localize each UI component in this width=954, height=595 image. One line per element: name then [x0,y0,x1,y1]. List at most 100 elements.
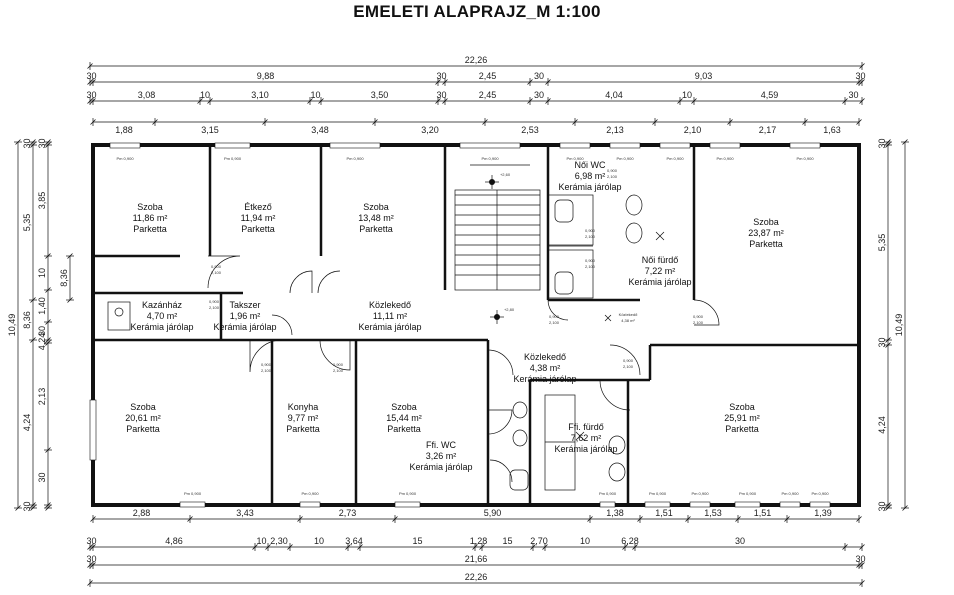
dimension-tick [885,502,891,508]
window [689,501,711,508]
dimension-text: 2,45 [479,90,497,100]
exterior-wall [91,143,861,507]
room-area: 20,61 m² [125,413,161,423]
room-name: Ffi. WC [426,440,456,450]
window [789,142,821,149]
dimension-text: 8,36 [59,269,69,287]
door-width: 0,900 [607,168,618,173]
dimension-tick [435,79,441,85]
door-width: 0,900 [333,362,344,367]
room-floor: Parketta [725,424,759,434]
dimension-tick [802,119,808,125]
dimension-tick [856,562,862,568]
window-label: Pm 0,900 [649,491,667,496]
door-width: 0,900 [693,314,704,319]
door-height: 2,100 [261,368,272,373]
window [709,142,741,149]
dimension-tick [856,119,862,125]
dimension-tick [265,544,271,550]
dimension-text: 2,70 [530,536,548,546]
dimension-text: 6,28 [621,536,639,546]
dimension-tick [859,544,865,550]
dimension-tick [90,98,96,104]
dimension-tick [67,253,73,259]
dimension-text: 21,66 [465,554,488,564]
level-label: +2,80 [504,307,515,312]
dimension-tick [45,505,51,511]
door-height: 2,100 [209,305,220,310]
room-area: 11,86 m² [133,213,168,223]
dimension-text: 30 [855,71,865,81]
dimension-tick [15,505,21,511]
dimension-tick [859,580,865,586]
dimension-tick [45,319,51,325]
dimension-tick [735,516,741,522]
room-floor: Parketta [126,424,160,434]
dimension-text: 2,45 [479,71,497,81]
dimension-tick [252,544,258,550]
dimension-tick [842,98,848,104]
dimension-tick [885,505,891,511]
dimension-text: 10 [200,90,210,100]
window [559,142,591,149]
dimension-text: 4,24 [22,414,32,432]
dimension-text: 2,88 [133,508,151,518]
dimension-text: 1,28 [470,536,488,546]
room-name: Szoba [137,202,163,212]
door-height: 2,100 [211,270,222,275]
corridor-small-area: 4,38 m² [621,318,635,323]
dimension-tick [30,142,36,148]
window-label: Pm 0,900 [796,156,814,161]
room-area: 23,87 m² [748,228,784,238]
dimension-text: 30 [436,90,446,100]
dimension-tick [87,79,93,85]
dimension-tick [885,342,891,348]
door-width: 0,900 [261,362,272,367]
dimension-tick [30,139,36,145]
dimension-text: 30 [37,472,47,482]
dimension-tick [45,139,51,145]
door-labels: 0,900 2,100 0,900 2,100 0,900 2,100 0,90… [209,168,704,373]
dimension-text: 3,10 [251,90,269,100]
dimension-tick [545,98,551,104]
dimension-text: 3,43 [236,508,254,518]
room-floor: Kerámia járólap [513,374,576,384]
window [109,142,141,149]
dimension-text: 10 [314,536,324,546]
window [599,501,616,508]
dimension-text: 4,24 [877,416,887,434]
dimension-text: 2,53 [521,125,539,135]
dimension-text: 30 [848,90,858,100]
dimension-tick [784,516,790,522]
room-area: 11,94 m² [241,213,276,223]
door-height: 2,100 [607,174,618,179]
room-floor: Kerámia járólap [558,182,621,192]
room-floor: Kerámia járólap [554,444,617,454]
room-name: Női WC [575,160,606,170]
dimension-tick [345,544,351,550]
window-label: Pm 0,900 [616,156,634,161]
dimension-tick [902,139,908,145]
dimension-tick [30,337,36,343]
dimension-tick [691,98,697,104]
room-name: Konyha [288,402,319,412]
dimension-text: 8,36 [22,311,32,329]
doors [207,255,720,483]
dimension-text: 1,40 [37,297,47,315]
dimension-tick [152,119,158,125]
dimension-tick [572,119,578,125]
room-floor: Kerámia járólap [130,322,193,332]
room-area: 3,26 m² [426,451,457,461]
room-name: Közlekedő [524,352,566,362]
room-name: Kazánház [142,300,183,310]
dimension-tick [90,516,96,522]
dimension-text: 30 [22,138,32,148]
room-floor: Parketta [387,424,421,434]
dimension-tick [287,544,293,550]
